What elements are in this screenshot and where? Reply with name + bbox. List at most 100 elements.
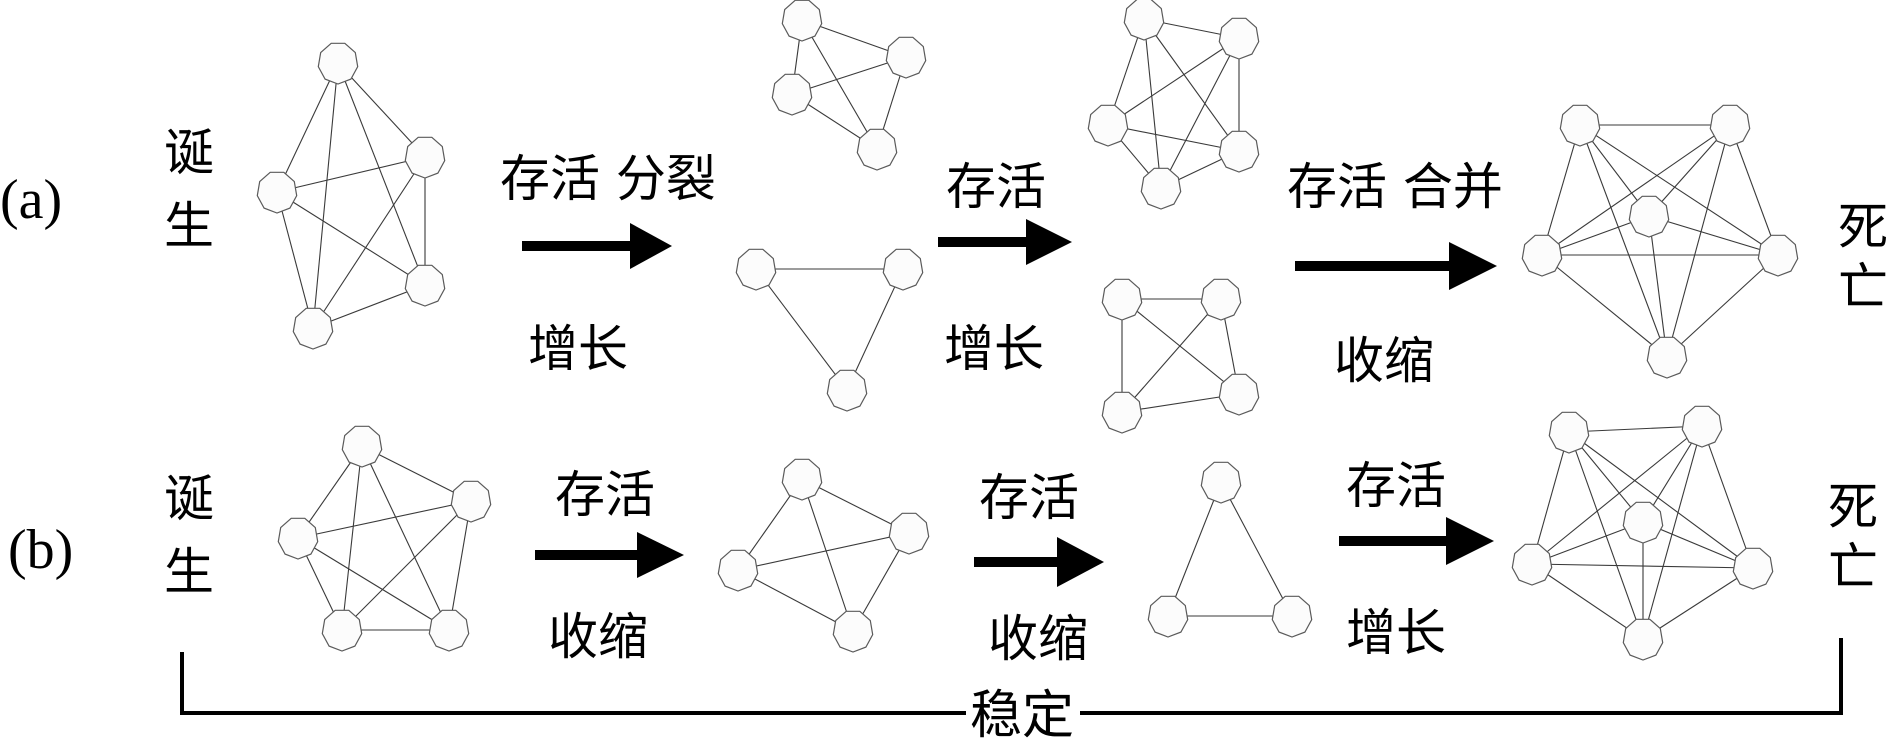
graph-node (832, 610, 874, 653)
graph-edge (1160, 37, 1240, 189)
graph-node (1147, 595, 1189, 638)
graph-node (256, 171, 298, 214)
graph-node (1757, 234, 1799, 277)
birth-label-a-1: 诞 (164, 124, 214, 182)
graph-node (404, 264, 446, 307)
arrow-head (1057, 537, 1104, 587)
graph-node (1123, 0, 1165, 41)
graph-b-grown (1511, 405, 1774, 661)
arrow-a1-icon (522, 223, 672, 269)
arrow-shaft (522, 241, 632, 251)
graph-node (1511, 543, 1553, 586)
graph-edge (312, 62, 339, 329)
graph-node (1271, 595, 1313, 638)
arrow-a2-icon (938, 219, 1072, 265)
graph-edge (1143, 18, 1240, 152)
graph-edge (448, 500, 472, 631)
graph-node (317, 42, 359, 85)
graph-a-merged (1521, 104, 1799, 379)
birth-label-b-2: 生 (164, 543, 214, 601)
graph-edge (1642, 425, 1703, 640)
graph-edge (312, 156, 426, 329)
graph-node (1218, 373, 1260, 416)
death-label-b-2: 亡 (1828, 538, 1878, 596)
graph-edge (361, 445, 472, 502)
graph-edge (1568, 425, 1703, 433)
death-label-b-1: 死 (1828, 478, 1878, 536)
arrow-head (1449, 242, 1497, 290)
graph-node (1646, 336, 1688, 379)
graph-edge (1701, 425, 1754, 569)
graph-node (1200, 278, 1242, 321)
transition-b1-top-label: 存活 (555, 466, 655, 524)
transition-b1-bottom-label: 收缩 (548, 608, 648, 666)
transition-a2-bottom-label: 增长 (944, 320, 1044, 378)
graph-node (856, 128, 898, 171)
graph-node (1559, 104, 1601, 147)
graph-edge (737, 569, 854, 632)
graph-edge (1648, 215, 1668, 358)
graph-node (1681, 405, 1723, 448)
graph-node (341, 425, 383, 468)
arrow-shaft (938, 237, 1028, 247)
graph-node (888, 512, 930, 555)
arrow-a3-icon (1295, 242, 1497, 290)
graph-node (1622, 618, 1664, 661)
graph-edge (1579, 124, 1668, 358)
graph-node (885, 36, 927, 79)
graph-edge (1107, 124, 1240, 152)
graph-node (321, 609, 363, 652)
graph-node (450, 480, 492, 523)
graph-node (826, 369, 868, 412)
death-label-a-2: 亡 (1838, 258, 1888, 316)
graph-edge (1220, 481, 1293, 617)
graph-node (404, 136, 446, 179)
graph-edge (1541, 124, 1581, 256)
graph-node (1521, 234, 1563, 277)
graph-node (1628, 195, 1670, 238)
transition-a2-top-label: 存活 (946, 158, 1046, 216)
graph-edge (1666, 254, 1779, 358)
arrow-shaft (1339, 536, 1448, 546)
graph-node (1218, 130, 1260, 173)
graph-edge (1541, 124, 1731, 256)
graph-edge (1642, 567, 1754, 640)
graph-edge (276, 191, 426, 286)
graph-edge (1531, 425, 1703, 565)
graph-b-birth (277, 425, 492, 652)
arrow-b1-icon (535, 532, 684, 578)
death-label-a-1: 死 (1838, 198, 1888, 256)
arrow-head (1026, 219, 1072, 265)
graph-node (1087, 104, 1129, 147)
transition-a1-top-label: 存活 分裂 (500, 150, 716, 208)
graph-node (1101, 391, 1143, 434)
graph-edge (1579, 124, 1779, 256)
arrow-b3-icon (1339, 517, 1494, 565)
birth-label-a-2: 生 (164, 197, 214, 255)
graph-node (717, 549, 759, 592)
graph-node (1200, 461, 1242, 504)
stability-bracket-left (180, 652, 966, 715)
graph-node (1622, 501, 1664, 544)
graph-a-birth (256, 42, 446, 350)
graph-edge (1541, 254, 1668, 358)
graphs-layer (256, 0, 1799, 661)
graph-edge (1107, 37, 1240, 126)
graph-a-split-top (771, 0, 927, 171)
graph-node (1218, 17, 1260, 60)
graph-edge (1531, 431, 1570, 565)
transition-b3-bottom-label: 增长 (1346, 604, 1446, 662)
graph-edge (1531, 563, 1644, 640)
stability-bracket-right (1080, 638, 1843, 715)
arrows-layer (522, 219, 1497, 587)
graph-edge (341, 500, 472, 631)
arrow-head (637, 532, 684, 578)
graph-edge (1121, 298, 1240, 395)
graph-edge (1666, 124, 1731, 358)
row-label-b: (b) (8, 519, 73, 581)
graph-edge (341, 445, 363, 631)
graph-edge (361, 445, 450, 631)
graph-node (1140, 167, 1182, 210)
transition-a1-bottom-label: 增长 (528, 320, 628, 378)
